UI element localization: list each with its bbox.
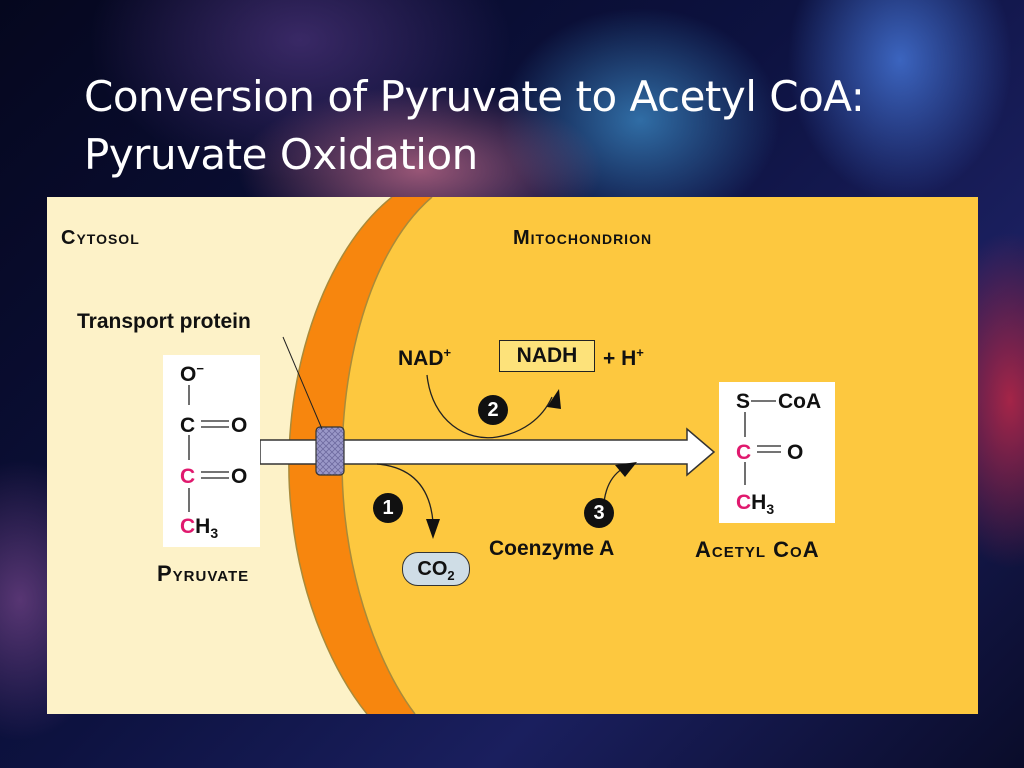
acetyl-carbon: C (736, 441, 752, 464)
step-3-badge: 3 (584, 498, 614, 528)
transport-protein-label: Transport protein (77, 310, 251, 333)
nad-plus-label: NAD+ (398, 345, 452, 370)
title-line-2: Pyruvate Oxidation (84, 130, 478, 179)
acetyl-coa-group: CoA (778, 390, 822, 413)
membrane-diagram (259, 197, 978, 714)
hydrogen-ion-label: + H+ (603, 345, 644, 370)
pyruvate-carbon-1: C (180, 414, 196, 437)
pyruvate-oxygen-top: O− (180, 361, 204, 386)
pyruvate-label: Pyruvate (157, 561, 250, 586)
step-2-badge: 2 (478, 395, 508, 425)
acetyl-carbonyl-o: O (787, 441, 804, 464)
acetyl-sulfur: S (736, 390, 751, 413)
acetyl-methyl: CH3 (736, 491, 775, 518)
co2-bubble: CO2 (402, 552, 470, 586)
cytosol-label: Cytosol (61, 227, 140, 249)
pyruvate-carbon-2: C (180, 465, 196, 488)
nadh-box: NADH (499, 340, 595, 372)
pyruvate-carbonyl-o-1: O (231, 414, 248, 437)
diagram-panel: Cytosol Mitochondrion Transport protein … (47, 197, 978, 714)
title-line-1: Conversion of Pyruvate to Acetyl CoA: (84, 72, 865, 121)
pyruvate-carbonyl-o-2: O (231, 465, 248, 488)
slide-title: Conversion of Pyruvate to Acetyl CoA: Py… (84, 68, 865, 184)
coenzyme-a-label: Coenzyme A (489, 537, 615, 560)
acetyl-coa-label: Acetyl CoA (695, 537, 820, 562)
pyruvate-bonds (188, 385, 229, 512)
mitochondrion-label: Mitochondrion (513, 227, 653, 249)
pyruvate-methyl: CH3 (180, 515, 219, 542)
acetyl-coa-bonds (744, 400, 781, 485)
pyruvate-structure-box (163, 355, 260, 547)
step-1-badge: 1 (373, 493, 403, 523)
